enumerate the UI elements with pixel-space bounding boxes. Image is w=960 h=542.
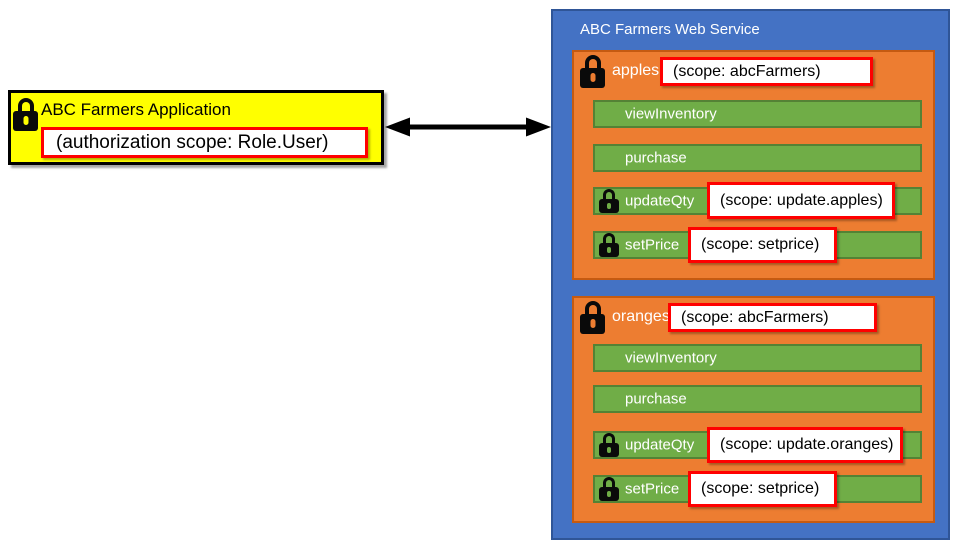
method-bar-viewinventory: viewInventory: [593, 100, 922, 128]
lock-shackle: [603, 433, 615, 443]
resource-group-apples: apples (scope: abcFarmers) viewInventory…: [572, 50, 935, 280]
lock-icon: [599, 189, 619, 213]
lock-icon: [580, 301, 605, 334]
method-scope-text: (scope: update.oranges): [720, 436, 894, 453]
lock-icon: [599, 233, 619, 257]
resource-scope-text: (scope: abcFarmers): [681, 308, 829, 326]
lock-shackle: [603, 189, 615, 199]
lock-body: [580, 68, 605, 88]
lock-shackle: [603, 233, 615, 243]
client-application-box: ABC Farmers Application (authorization s…: [8, 90, 384, 165]
app-authorization-scope-box: (authorization scope: Role.User): [41, 127, 368, 158]
lock-body: [599, 199, 619, 213]
method-label: viewInventory: [625, 105, 717, 123]
resource-group-oranges: oranges (scope: abcFarmers) viewInventor…: [572, 296, 935, 523]
web-service-title: ABC Farmers Web Service: [580, 21, 760, 38]
bidirectional-arrow: [385, 117, 551, 137]
lock-icon: [599, 477, 619, 501]
lock-body: [13, 111, 38, 131]
lock-icon: [580, 55, 605, 88]
method-label: updateQty: [625, 192, 695, 210]
lock-shackle: [584, 301, 601, 314]
app-authorization-scope-text: (authorization scope: Role.User): [56, 131, 329, 153]
method-label: setPrice: [625, 480, 680, 498]
method-bar-purchase: purchase: [593, 144, 922, 172]
lock-body: [599, 443, 619, 457]
method-scope-box-updateqty: (scope: update.oranges): [707, 427, 903, 463]
method-scope-text: (scope: setprice): [701, 236, 820, 253]
method-label: setPrice: [625, 236, 680, 254]
method-bar-purchase: purchase: [593, 385, 922, 413]
web-service-box: ABC Farmers Web Service apples (scope: a…: [551, 9, 950, 540]
app-title: ABC Farmers Application: [41, 100, 231, 119]
resource-scope-box: (scope: abcFarmers): [668, 303, 877, 332]
resource-scope-text: (scope: abcFarmers): [673, 62, 821, 80]
lock-shackle: [584, 55, 601, 68]
method-label: updateQty: [625, 436, 695, 454]
lock-shackle: [603, 477, 615, 487]
method-label: purchase: [625, 390, 687, 408]
arrow-head-left: [385, 117, 410, 137]
arrow-head-right: [526, 117, 551, 137]
method-scope-box-setprice: (scope: setprice): [688, 471, 837, 507]
lock-body: [599, 487, 619, 501]
resource-scope-box: (scope: abcFarmers): [660, 57, 873, 86]
lock-icon: [599, 433, 619, 457]
resource-name-oranges: oranges: [612, 308, 670, 325]
method-label: purchase: [625, 149, 687, 167]
lock-body: [580, 314, 605, 334]
lock-icon: [13, 98, 38, 131]
resource-name-apples: apples: [612, 62, 660, 79]
lock-body: [599, 243, 619, 257]
method-label: viewInventory: [625, 349, 717, 367]
method-bar-viewinventory: viewInventory: [593, 344, 922, 372]
method-scope-text: (scope: update.apples): [720, 191, 883, 209]
method-scope-box-updateqty: (scope: update.apples): [707, 182, 895, 219]
method-scope-text: (scope: setprice): [701, 480, 820, 497]
lock-shackle: [17, 98, 34, 111]
method-scope-box-setprice: (scope: setprice): [688, 227, 837, 263]
